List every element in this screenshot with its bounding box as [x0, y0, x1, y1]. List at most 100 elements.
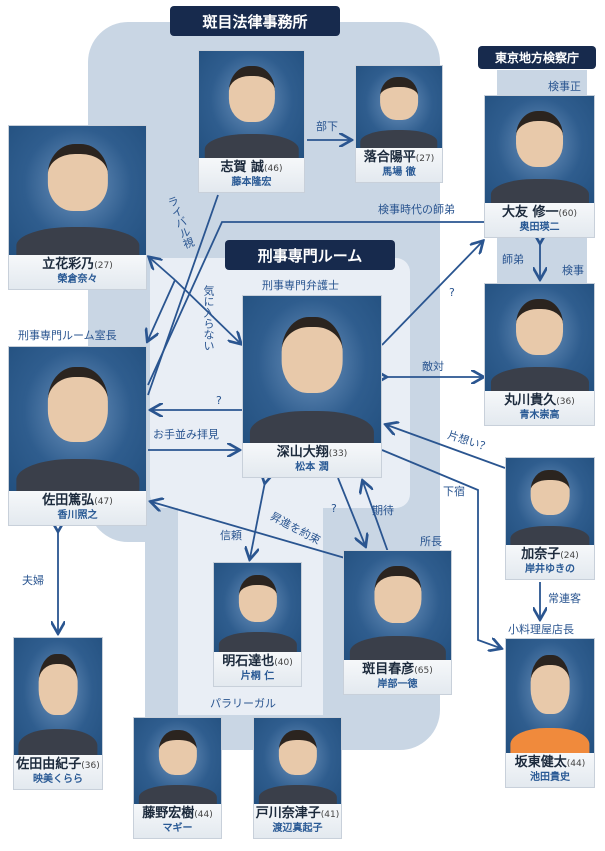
character-card-shiga[interactable]: 志賀 誠(46) 藤本隆宏: [198, 50, 305, 193]
character-card-otomo[interactable]: 大友 修一(60) 奥田瑛二: [484, 95, 595, 238]
character-name: 大友 修一: [501, 205, 559, 220]
portrait-photo: [9, 126, 146, 255]
arrow-dislike-a: [150, 258, 176, 281]
portrait-photo: [254, 718, 341, 804]
actor-name: 榮倉奈々: [57, 274, 98, 285]
relation-q1: ?: [449, 286, 455, 299]
character-name: 加奈子: [521, 547, 561, 562]
character-age: (36): [556, 397, 575, 407]
character-name: 立花彩乃: [42, 257, 95, 272]
character-card-sada-yukiko[interactable]: 佐田由紀子(36)映美くらら: [13, 637, 103, 790]
actor-name: 香川照之: [57, 510, 98, 521]
portrait-photo: [14, 638, 102, 755]
portrait-photo: [506, 639, 594, 753]
line-mentor-prosecutor: [147, 221, 485, 386]
actor-name: マギー: [162, 823, 193, 834]
character-age: (24): [560, 551, 579, 561]
character-age: (44): [194, 810, 213, 820]
character-age: (27): [415, 154, 435, 164]
relation-hostile: 敵対: [422, 360, 444, 373]
role-paralegal: パラリーガル: [210, 697, 276, 710]
character-card-akashi[interactable]: 明石達也(40) 片桐 仁: [213, 562, 302, 687]
relation-lodging: 下宿: [443, 485, 465, 498]
character-name: 戸川奈津子: [255, 806, 321, 821]
character-age: (65): [414, 666, 433, 676]
character-age: (33): [328, 449, 348, 459]
character-age: (40): [274, 658, 293, 668]
arrow-lodging: [381, 449, 500, 648]
character-card-sada[interactable]: 佐田篤弘(47) 香川照之: [8, 346, 147, 526]
character-card-togawa[interactable]: 戸川奈津子(41) 渡辺真起子: [253, 717, 342, 839]
relation-mentor-prosecutor: 検事時代の師弟: [378, 203, 455, 216]
character-name: 坂東健太: [514, 755, 567, 770]
character-age: (41): [320, 810, 340, 820]
character-card-fujino[interactable]: 藤野宏樹(44)マギー: [133, 717, 222, 839]
actor-name: 奥田瑛二: [519, 222, 560, 233]
relation-watch: お手並み拝見: [153, 428, 219, 441]
actor-name: 片桐 仁: [240, 671, 275, 682]
character-card-bando[interactable]: 坂東健太(44) 池田貴史: [505, 638, 595, 788]
character-age: (46): [264, 164, 283, 174]
actor-name: 岸部一徳: [377, 679, 418, 690]
section-header-madarame-office: 斑目法律事務所: [170, 6, 340, 36]
character-name: 明石達也: [222, 654, 275, 669]
character-age: (47): [94, 497, 113, 507]
actor-name: 岸井ゆきの: [525, 564, 575, 575]
character-name: 佐田篤弘: [42, 493, 95, 508]
role-director: 所長: [420, 535, 442, 548]
character-name: 斑目春彦: [362, 662, 415, 677]
relation-regular: 常連客: [548, 592, 581, 605]
actor-name: 馬場 徹: [382, 167, 416, 178]
relation-dislike: 気に入らない: [202, 285, 215, 351]
character-card-kanako[interactable]: 加奈子(24) 岸井ゆきの: [505, 457, 595, 580]
portrait-photo: [9, 347, 146, 491]
character-age: (60): [558, 209, 577, 219]
portrait-photo: [506, 458, 594, 545]
character-age: (27): [94, 261, 113, 271]
character-name: 藤野宏樹: [142, 806, 195, 821]
arrow-q3: [337, 477, 365, 545]
relation-subordinate: 部下: [316, 120, 338, 133]
relation-q2: ?: [216, 394, 222, 407]
portrait-photo: [344, 551, 451, 660]
character-name: 丸川貴久: [504, 393, 557, 408]
portrait-photo: [214, 563, 301, 652]
arrow-expect: [363, 482, 389, 553]
actor-name: 渡辺真起子: [272, 823, 323, 834]
role-prosecutor: 検事: [562, 264, 584, 277]
character-card-ochiai[interactable]: 落合陽平(27) 馬場 徹: [355, 65, 443, 183]
actor-name: 池田貴史: [530, 772, 570, 783]
arrow-crush: [387, 425, 506, 469]
role-criminal-lawyer: 刑事専門弁護士: [262, 279, 339, 292]
role-restaurant-owner: 小料理屋店長: [508, 623, 574, 636]
relation-expect: 期待: [372, 504, 394, 517]
portrait-photo: [485, 284, 594, 391]
character-card-marukawa[interactable]: 丸川貴久(36) 青木崇高: [484, 283, 595, 426]
arrow-room-chief: [148, 279, 176, 340]
relation-mentor: 師弟: [502, 253, 524, 266]
actor-name: 藤本隆宏: [231, 177, 272, 188]
actor-name: 映美くらら: [33, 774, 83, 785]
section-header-criminal-room: 刑事専門ルーム: [225, 240, 395, 270]
actor-name: 松本 潤: [295, 462, 329, 473]
portrait-photo: [199, 51, 304, 158]
relation-q3: ?: [331, 502, 337, 515]
character-age: (36): [81, 761, 100, 771]
section-header-tokyo-prosecutors: 東京地方検察庁: [478, 46, 596, 69]
character-name: 志賀 誠: [220, 160, 265, 175]
character-name: 落合陽平: [363, 150, 416, 165]
portrait-photo: [243, 296, 381, 443]
relation-married: 夫婦: [22, 574, 44, 587]
character-age: (44): [566, 759, 586, 769]
character-card-madarame[interactable]: 斑目春彦(65) 岸部一徳: [343, 550, 452, 695]
role-room-chief: 刑事専門ルーム室長: [18, 329, 117, 342]
relation-trust: 信頼: [220, 529, 242, 542]
character-card-miyama[interactable]: 深山大翔(33) 松本 潤: [242, 295, 382, 478]
character-name: 深山大翔: [276, 445, 329, 460]
character-card-tachibana[interactable]: 立花彩乃(27) 榮倉奈々: [8, 125, 147, 290]
portrait-photo: [485, 96, 594, 203]
arrow-dislike-b: [174, 279, 240, 343]
portrait-photo: [134, 718, 221, 804]
actor-name: 青木崇高: [519, 410, 560, 421]
